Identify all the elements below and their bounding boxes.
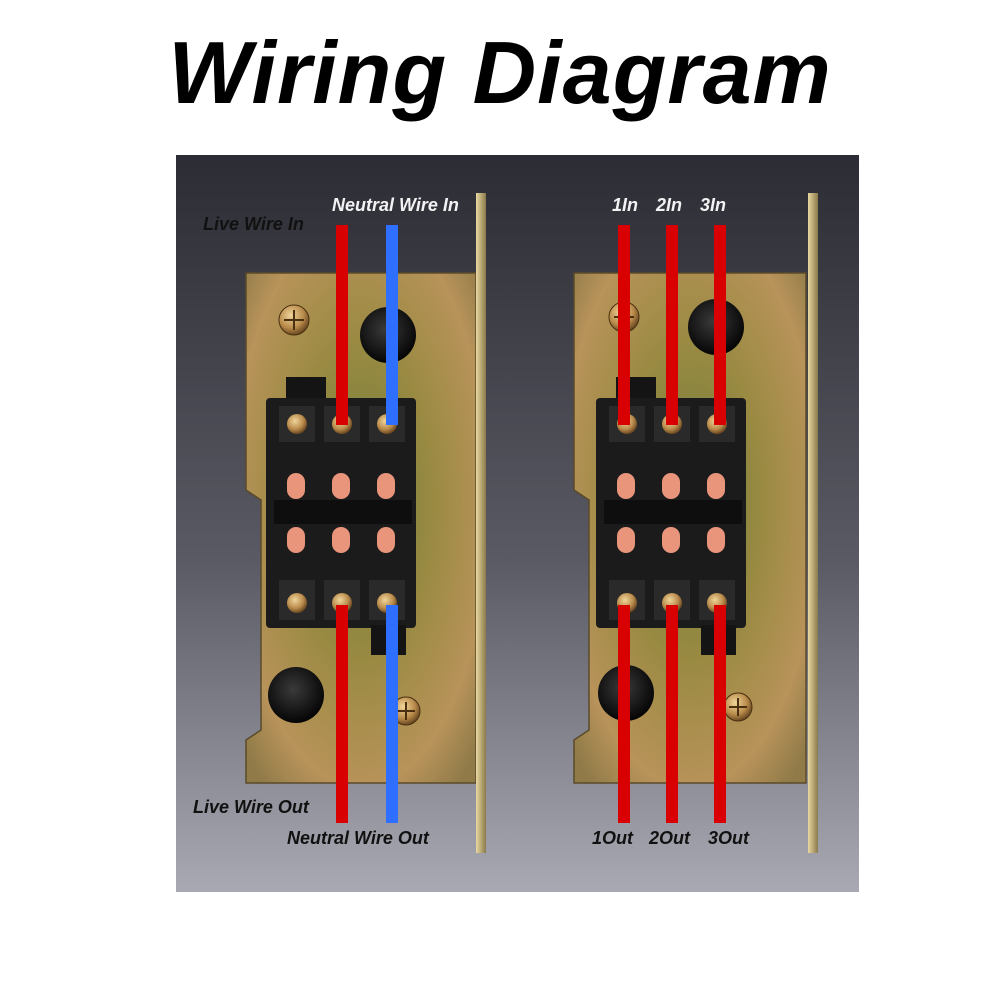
three-phase-unit (573, 193, 818, 853)
screw-icon (278, 304, 310, 336)
copper-contact-icon (287, 473, 395, 553)
phase-2-in-label: 2In (656, 195, 683, 215)
phase-3-out-label: 3Out (708, 828, 750, 848)
side-rail (476, 193, 486, 853)
live-wire-in-label: Live Wire In (203, 214, 304, 234)
copper-contact-icon (617, 473, 725, 553)
terminal-cells (604, 406, 742, 620)
screw-icon (723, 692, 753, 722)
terminal-cells (274, 406, 412, 620)
single-phase-unit (245, 193, 486, 853)
diagram-title: Wiring Diagram (168, 23, 832, 122)
live-wire-out-label: Live Wire Out (193, 797, 309, 817)
side-rail (808, 193, 818, 853)
neutral-wire-out-label: Neutral Wire Out (287, 828, 429, 848)
phase-1-in-label: 1In (612, 195, 639, 215)
cable-grommet (268, 667, 324, 723)
phase-1-out-label: 1Out (592, 828, 634, 848)
phase-2-out-label: 2Out (649, 828, 691, 848)
phase-3-in-label: 3In (700, 195, 727, 215)
neutral-wire-in-label: Neutral Wire In (332, 195, 459, 215)
wiring-diagram (176, 155, 859, 892)
